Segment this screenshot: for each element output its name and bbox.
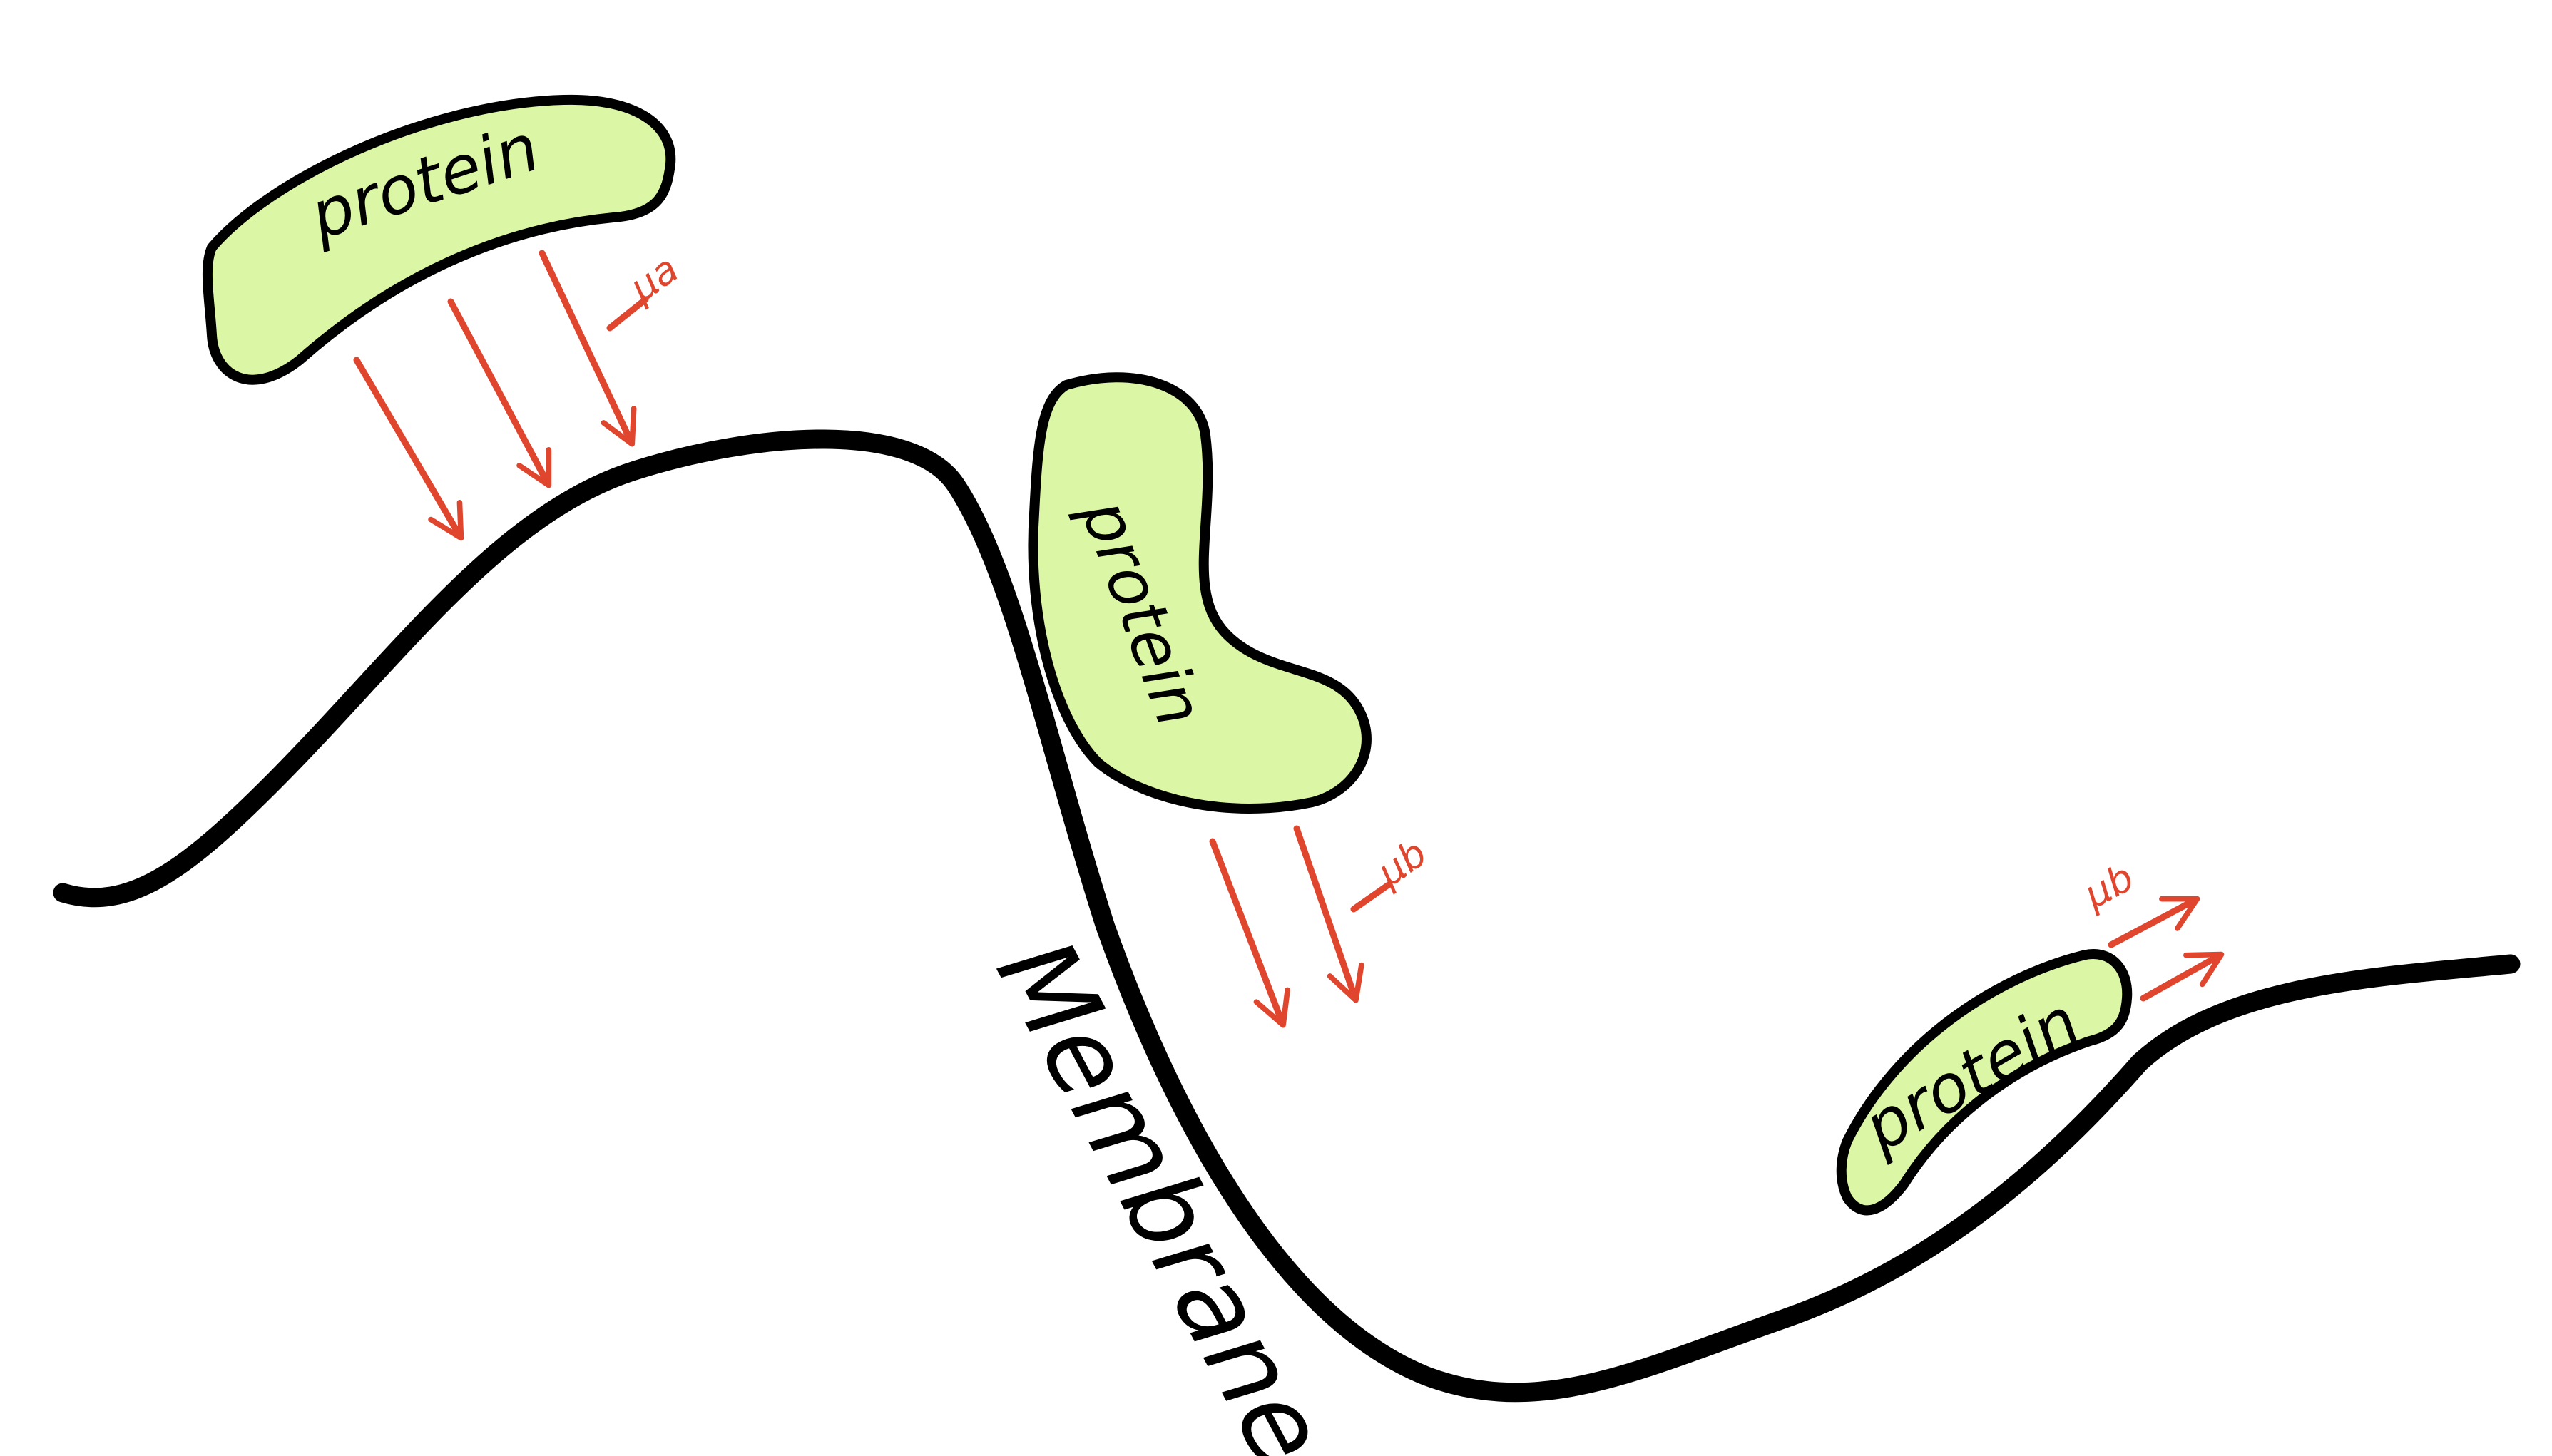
- protein-1-shape: [202, 94, 676, 385]
- protein-2-shape: [1028, 372, 1372, 814]
- protein-3-shape: [1836, 949, 2133, 1216]
- protein-3: protein: [1836, 949, 2133, 1216]
- force-arrow-c-1: [2108, 896, 2200, 948]
- force-arrow-a-3: [539, 250, 637, 447]
- force-arrow-c-2: [2140, 951, 2225, 1002]
- force-a-label: μa: [621, 246, 687, 311]
- force-c-label: μb: [2076, 855, 2141, 918]
- force-arrow-b-1: [1209, 838, 1290, 1028]
- force-b-label: μb: [1369, 831, 1435, 896]
- force-arrows-b: μb: [1209, 825, 1435, 1028]
- force-arrow-a-2: [447, 298, 552, 488]
- protein-2: protein: [1028, 372, 1372, 814]
- membrane-label: Membrane: [972, 920, 1351, 1456]
- force-arrows-a: μa: [353, 246, 687, 541]
- force-b-tick: [1350, 881, 1393, 913]
- force-arrow-b-2: [1293, 825, 1364, 1003]
- membrane-line: [53, 429, 2521, 1403]
- protein-1: protein: [202, 94, 676, 385]
- force-a-tick: [606, 296, 649, 332]
- force-arrow-a-1: [353, 357, 464, 541]
